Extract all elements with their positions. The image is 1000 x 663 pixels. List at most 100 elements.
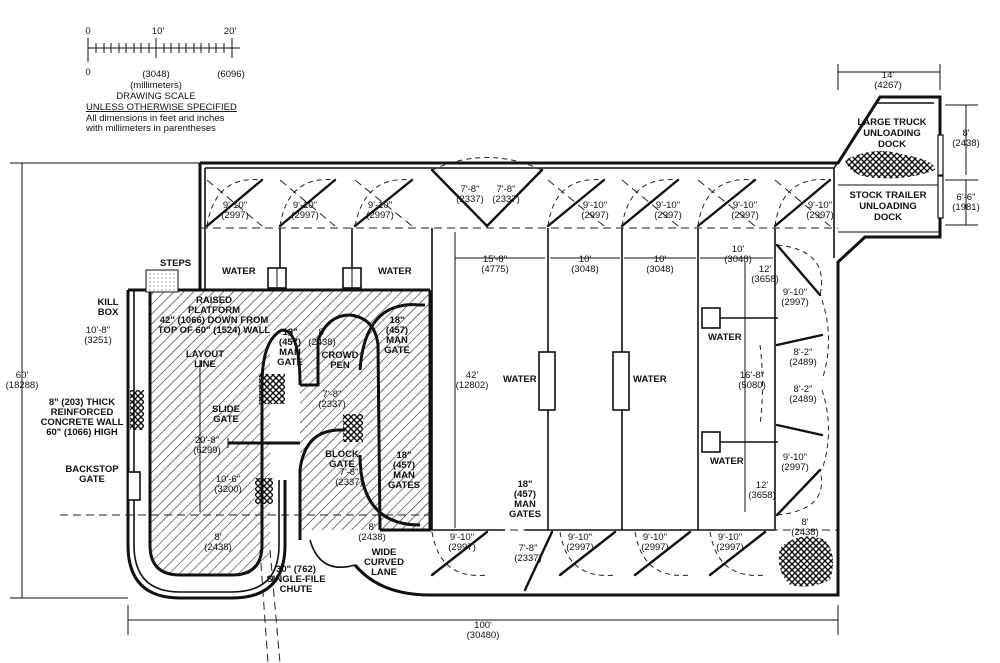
dim-12-bot: 12' — [756, 480, 769, 491]
alley-gates-bottom — [430, 530, 767, 592]
dim-78-block-mm: (2337) — [335, 477, 362, 488]
label-slide-2: GATE — [213, 414, 239, 425]
dim-100: 100' — [474, 620, 492, 631]
dim-910-r2: 9'-10" — [783, 452, 807, 463]
steps-block — [145, 269, 179, 293]
man-gates-mid-2: GATES — [388, 480, 420, 491]
label-wall-1: 8" (203) THICK — [49, 397, 115, 408]
dim-100-mm: (30480) — [467, 630, 500, 641]
area-labels: LARGE TRUCK UNLOADING DOCK STOCK TRAILER… — [41, 117, 927, 595]
dim-910-t3-mm: (2997) — [366, 210, 393, 221]
man-gate-right-dim: 18" — [389, 315, 404, 326]
water-trough-6 — [701, 431, 721, 453]
scale-tick-0: 0 — [85, 26, 90, 37]
label-slide-1: SLIDE — [212, 404, 240, 415]
chute-elements — [60, 269, 430, 663]
trailer-dock-door — [937, 175, 944, 219]
dim-12-top: 12' — [759, 264, 772, 275]
dim-106: 10'-6" — [216, 474, 240, 485]
dim-10-b-mm: (3048) — [646, 264, 673, 275]
scale-mm-end: (6096) — [217, 69, 244, 80]
dim-42: 42' — [466, 370, 479, 381]
dim-10-a-mm: (3048) — [571, 264, 598, 275]
label-raised-3: 42" (1066) DOWN FROM — [160, 315, 269, 326]
dim-910-b1: 9'-10" — [450, 532, 474, 543]
label-wall-3: CONCRETE WALL — [41, 417, 124, 428]
backstop-gate-block — [127, 471, 141, 501]
dim-82-b-mm: (2489) — [789, 394, 816, 405]
label-layout-2: LINE — [194, 359, 216, 370]
dim-910-b3: 9'-10" — [643, 532, 667, 543]
dim-910-b2: 9'-10" — [568, 532, 592, 543]
dim-910-r1-mm: (2997) — [781, 297, 808, 308]
man-gates-bottom-mm: (457) — [514, 489, 536, 500]
man-gate-left-dim: 18" — [282, 327, 297, 338]
dim-78-crowd-mm: (2337) — [318, 399, 345, 410]
label-wide-2: CURVED — [364, 557, 404, 568]
water-trough-4 — [612, 351, 630, 411]
dim-910-b4: 9'-10" — [718, 532, 742, 543]
dim-8-u: 8' — [214, 532, 221, 543]
scale-tick-20: 20' — [224, 26, 237, 37]
scale-note-1: All dimensions in feet and inches — [86, 113, 225, 124]
water-label-4: WATER — [633, 374, 667, 385]
dim-910-b1-mm: (2997) — [448, 542, 475, 553]
dim-910-t6-mm: (2997) — [731, 210, 758, 221]
label-raised-1: RAISED — [196, 295, 232, 306]
label-stock-trailer-2: UNLOADING — [859, 201, 917, 212]
dim-14: 14' — [882, 70, 895, 81]
dim-82-a-mm: (2489) — [789, 357, 816, 368]
label-steps: STEPS — [160, 258, 191, 269]
drawing-scale: 0 10' 20' 0 (3048) (6096) (millimeters) … — [85, 26, 245, 134]
dim-168: 16'-8" — [740, 370, 764, 381]
label-large-truck-2: UNLOADING — [863, 128, 921, 139]
dim-8-dock-mm: (2438) — [952, 138, 979, 149]
water-labels: WATER WATER WATER WATER WATER WATER — [222, 266, 744, 467]
dim-8-crowd: 8' — [318, 327, 325, 338]
dim-12-bot-mm: (3658) — [748, 490, 775, 501]
man-gates-bottom-1: MAN — [514, 499, 536, 510]
scale-title: DRAWING SCALE — [116, 91, 195, 102]
man-gates-mid-1: MAN — [393, 470, 415, 481]
dim-910-b3-mm: (2997) — [641, 542, 668, 553]
dim-66: 6'-6" — [957, 192, 976, 203]
label-block-2: GATE — [329, 459, 355, 470]
label-large-truck-1: LARGE TRUCK — [857, 117, 926, 128]
man-gate-left-1: MAN — [279, 347, 301, 358]
label-chute-1: 30" (762) — [276, 564, 316, 575]
dim-78-t2-mm: (2337) — [492, 194, 519, 205]
man-gate-right-mm: (457) — [386, 325, 408, 336]
label-wide-1: WIDE — [372, 547, 397, 558]
label-large-truck-3: DOCK — [878, 139, 906, 150]
dim-60: 60' — [16, 370, 29, 381]
man-gates-mid-dim: 18" — [396, 450, 411, 461]
label-raised-2: PLATFORM — [188, 305, 240, 316]
dim-158: 15'-8" — [483, 254, 507, 265]
dim-60-mm: (18288) — [6, 380, 39, 391]
dim-8-u-mm: (2438) — [204, 542, 231, 553]
label-kill-box-2: BOX — [98, 307, 119, 318]
dim-910-t4-mm: (2997) — [581, 210, 608, 221]
label-crowd-2: PEN — [330, 360, 350, 371]
water-label-3: WATER — [503, 374, 537, 385]
dim-78-t2: 7'-8" — [497, 184, 516, 195]
dim-168-mm: (5080) — [738, 380, 765, 391]
crosshatch-pad-4 — [130, 390, 144, 430]
scale-note-2: with millimeters in parentheses — [85, 123, 216, 134]
dim-910-t1: 9'-10" — [223, 200, 247, 211]
alley-gates-right — [705, 243, 829, 517]
label-wide-3: LANE — [371, 567, 397, 578]
scale-tick-10: 10' — [152, 26, 165, 37]
dim-8-lane-mm: (2438) — [358, 532, 385, 543]
dim-78-b-mm: (2337) — [514, 553, 541, 564]
dim-910-t3: 9'-10" — [368, 200, 392, 211]
dim-910-t4: 9'-10" — [583, 200, 607, 211]
dim-82-b: 8'-2" — [794, 384, 813, 395]
dim-78-block: 7'-8" — [340, 467, 359, 478]
label-chute-3: CHUTE — [280, 584, 313, 595]
dim-910-t6: 9'-10" — [733, 200, 757, 211]
dim-8-lane: 8' — [368, 522, 375, 533]
dim-10-c-mm: (3048) — [724, 254, 751, 265]
dim-42-mm: (12802) — [456, 380, 489, 391]
dim-158-mm: (4775) — [481, 264, 508, 275]
